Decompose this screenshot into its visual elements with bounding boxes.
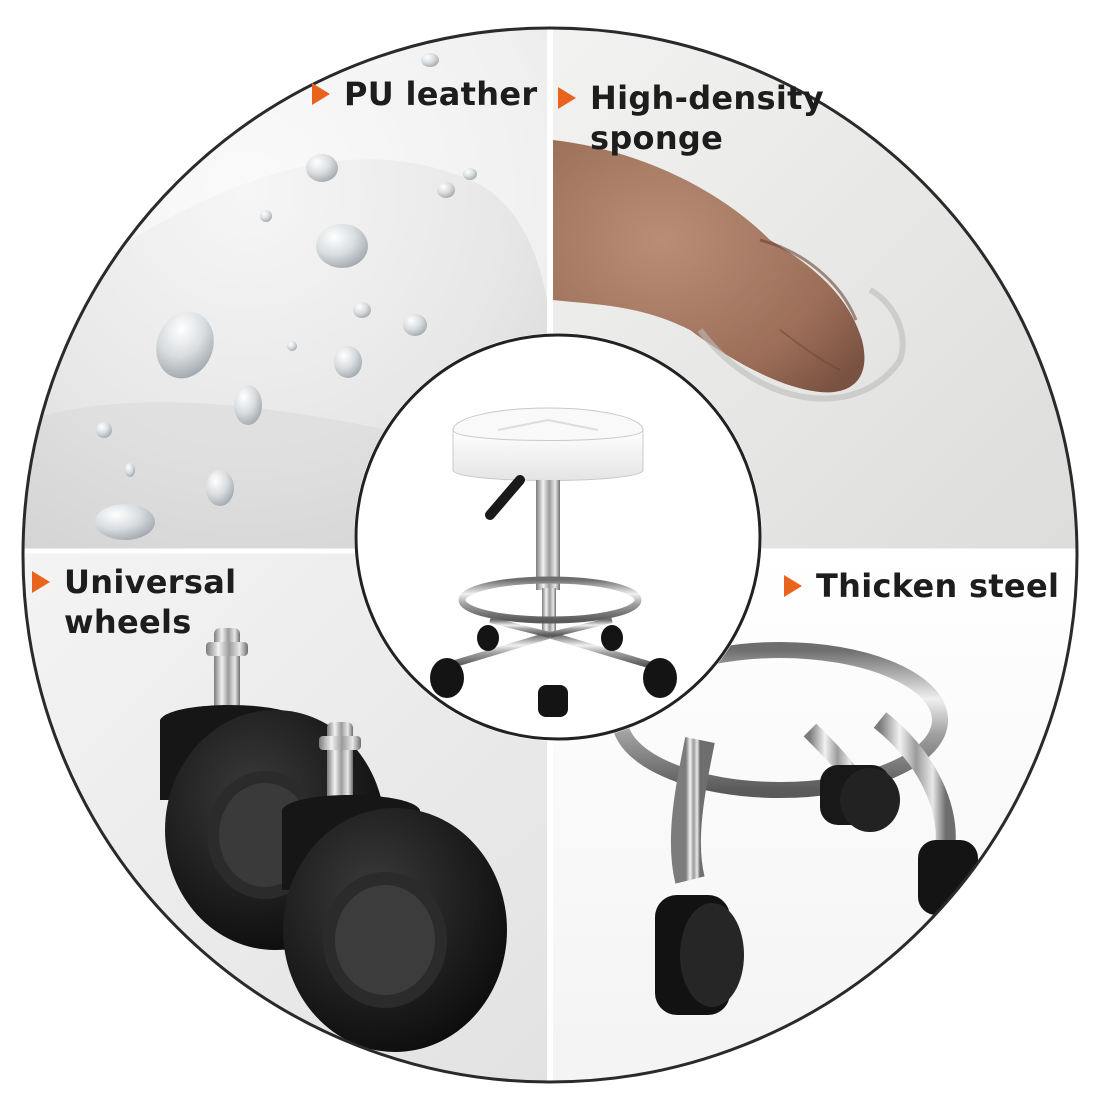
feature-label-text: Universal wheels	[64, 562, 236, 642]
orange-triangle-icon	[784, 575, 802, 597]
feature-label-sponge: High-density sponge	[558, 78, 824, 158]
feature-label-text: High-density sponge	[590, 78, 824, 158]
outer-ring	[21, 26, 1079, 1084]
feature-label-steel: Thicken steel	[784, 566, 1059, 606]
orange-triangle-icon	[32, 571, 50, 593]
orange-triangle-icon	[558, 87, 576, 109]
feature-label-line: Universal	[64, 563, 237, 601]
steel-base	[612, 642, 978, 1015]
hand-pressing-sponge	[553, 140, 906, 402]
center-stool-medallion	[354, 333, 762, 741]
orange-triangle-icon	[312, 83, 330, 105]
feature-label-line: sponge	[590, 119, 724, 157]
water-droplets	[95, 53, 477, 540]
feature-label-line: wheels	[64, 603, 192, 641]
feature-label-text: PU leather	[344, 75, 538, 113]
feature-label-text: Thicken steel	[816, 567, 1060, 605]
feature-label-line: High-density	[590, 79, 824, 117]
caster-wheels	[160, 628, 507, 1052]
feature-label-pu-leather: PU leather	[312, 74, 537, 114]
feature-label-wheels: Universal wheels	[32, 562, 236, 642]
